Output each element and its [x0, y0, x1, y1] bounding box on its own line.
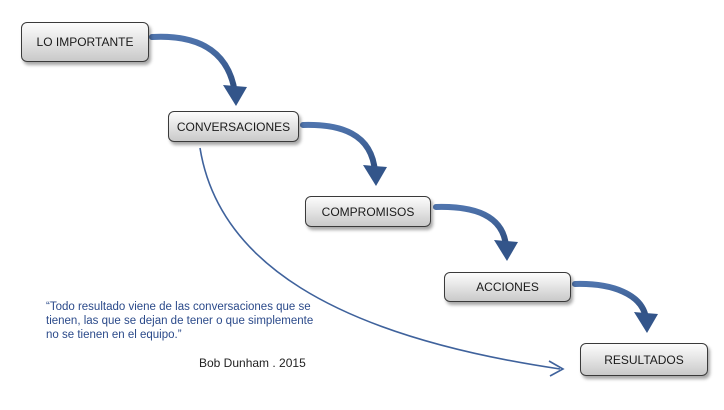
step-box-acciones: ACCIONES [444, 272, 571, 302]
arrow-4-5 [572, 280, 658, 333]
step-label: CONVERSACIONES [176, 119, 291, 134]
arrow-3-4 [433, 203, 518, 261]
step-label: ACCIONES [476, 280, 539, 294]
step-label: LO IMPORTANTE [36, 35, 134, 49]
quote-author: Bob Dunham . 2015 [199, 356, 306, 370]
step-box-resultados: RESULTADOS [580, 343, 708, 376]
arrow-conversaciones-resultados [199, 147, 565, 377]
step-label: COMPROMISOS [321, 204, 415, 219]
step-label: RESULTADOS [604, 352, 684, 367]
quote-text: “Todo resultado viene de las conversacio… [46, 301, 314, 341]
arrow-2-3 [300, 121, 387, 186]
step-box-compromisos: COMPROMISOS [305, 196, 431, 227]
step-box-conversaciones: CONVERSACIONES [168, 111, 299, 142]
arrow-1-2 [149, 33, 247, 106]
step-box-lo-importante: LO IMPORTANTE [21, 22, 149, 62]
